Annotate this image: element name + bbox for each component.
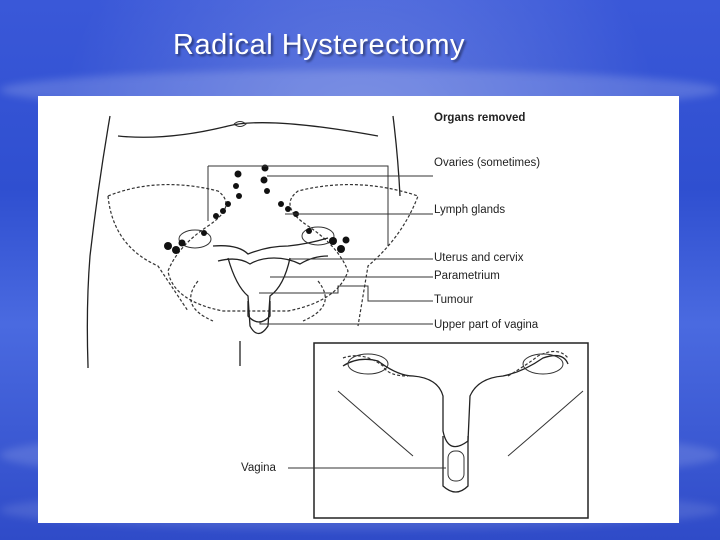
label-tumour: Tumour [434,294,473,306]
label-lymph-glands: Lymph glands [434,204,505,216]
organs-removed-heading: Organs removed [434,112,525,124]
label-upper-vagina: Upper part of vagina [434,319,539,331]
body-outline [393,116,400,196]
body-outline [87,116,110,368]
lymph-nodes [164,165,350,255]
anatomy-illustration: Organs removed Ovaries (sometimes) Lymph… [38,96,679,523]
label-parametrium: Parametrium [434,270,500,282]
pelvis-outline [108,185,418,326]
uterus-outline [213,238,328,254]
diagram-figure: Organs removed Ovaries (sometimes) Lymph… [38,96,679,523]
label-ovaries: Ovaries (sometimes) [434,157,540,169]
pelvis-outline [191,281,326,321]
label-vagina: Vagina [241,462,277,474]
uterus-outline [218,256,328,264]
slide-title: Radical Hysterectomy [173,29,465,62]
leader-lines [259,176,433,324]
label-uterus-cervix: Uterus and cervix [434,252,524,264]
inset-panel [288,343,588,518]
removed-region-outline [208,166,388,246]
body-outline [118,123,378,138]
